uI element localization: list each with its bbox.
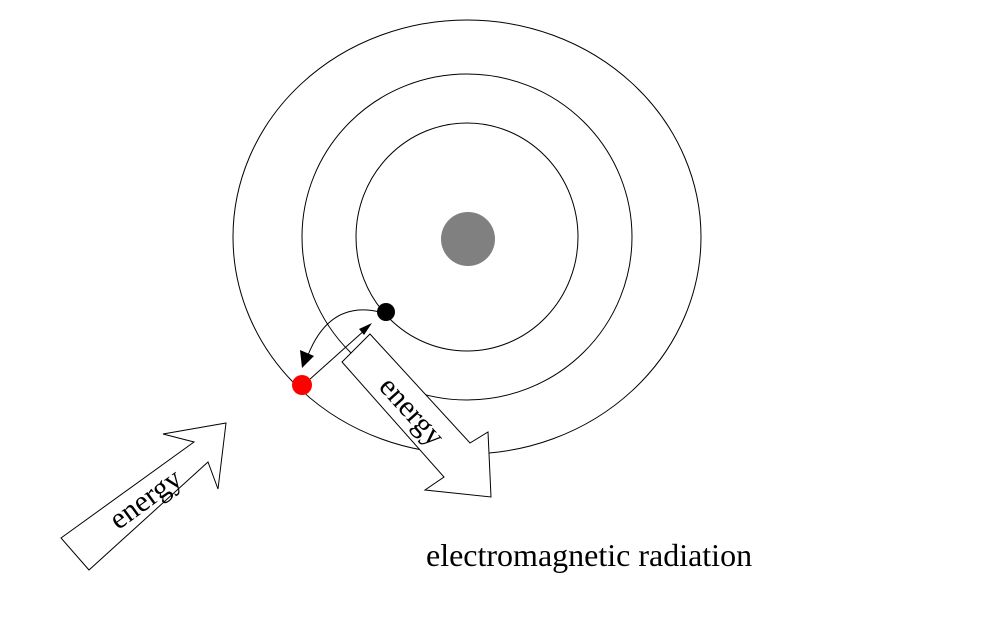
excited-electron [292,375,312,395]
excitation-arrow [308,328,367,381]
middle-orbit [301,73,633,401]
incoming-energy-arrow [60,422,227,571]
transition-arrow [307,309,381,356]
ground-state-electron [377,303,395,321]
excitation-arrowhead [359,323,372,335]
inner-orbit [355,122,579,352]
radiation-label: electromagnetic radiation [426,537,752,573]
emitted-energy-arrow [341,333,492,498]
nucleus [441,212,495,266]
transition-arrowhead [300,350,314,368]
